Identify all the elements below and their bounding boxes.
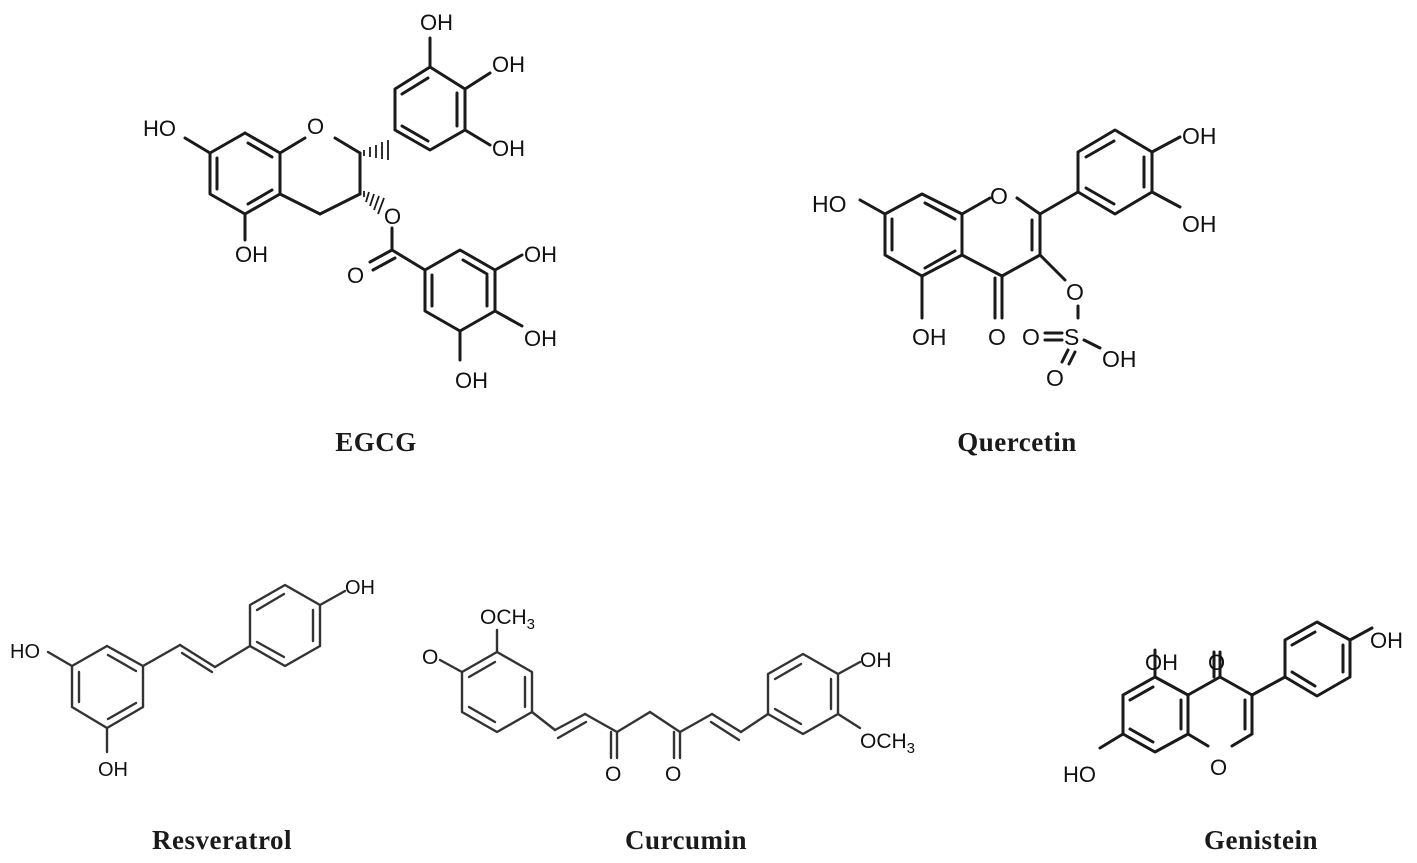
curcumin-o-carbonyl-2: O (665, 763, 681, 786)
egcg-oh-5p: OH (492, 136, 525, 161)
quercetin-oh-3p: OH (1182, 211, 1217, 237)
label-curcumin: Curcumin (624, 825, 748, 855)
curcumin-och3-left: OCH3 (480, 606, 535, 633)
egcg-o-ester: O (384, 204, 401, 229)
quercetin-oh-4p: OH (1182, 123, 1217, 149)
quercetin-o-double-1: O (1022, 324, 1040, 350)
quercetin-oh-5: OH (912, 324, 947, 350)
egcg-hashed-bond-2 (363, 191, 385, 215)
genistein-a-ring (1121, 675, 1190, 754)
quercetin-o-sulfate: O (1066, 279, 1084, 305)
curcumin-o-left: O (422, 646, 438, 669)
egcg-oh-3g: OH (524, 242, 557, 267)
egcg-c-ring (278, 136, 362, 216)
egcg-o-ring: O (307, 114, 324, 139)
quercetin-s: S (1064, 324, 1079, 350)
curcumin-o-carbonyl-1: O (605, 763, 621, 786)
genistein-o-carbonyl: O (1208, 650, 1225, 675)
egcg-ho-7: HO (143, 116, 176, 141)
genistein-o-ring: O (1210, 755, 1227, 780)
egcg-oh-4g: OH (524, 326, 557, 351)
egcg-o-carbonyl: O (347, 263, 364, 288)
egcg-oh-5: OH (235, 242, 268, 267)
resveratrol-oh-5: OH (98, 759, 128, 781)
quercetin-o-double-2: O (1046, 365, 1064, 391)
egcg-oh-5g: OH (455, 368, 488, 393)
genistein-ho-7: HO (1063, 762, 1096, 787)
resveratrol-ho-3: HO (10, 641, 40, 663)
quercetin-ho-7: HO (812, 191, 847, 217)
quercetin-o-ring: O (990, 183, 1008, 209)
label-genistein: Genistein (1203, 825, 1319, 855)
genistein-oh-5: OH (1145, 650, 1178, 675)
quercetin-oh-sulfate: OH (1102, 346, 1137, 372)
quercetin-o-carbonyl: O (988, 324, 1006, 350)
label-egcg: EGCG (335, 427, 417, 457)
label-resveratrol: Resveratrol (152, 825, 292, 855)
genistein-oh-4p: OH (1370, 628, 1403, 653)
resveratrol-oh-4p: OH (345, 577, 375, 599)
egcg-oh-3p: OH (420, 10, 453, 35)
egcg-oh-4p: OH (492, 52, 525, 77)
label-quercetin: Quercetin (957, 427, 1077, 457)
curcumin-och3-right: OCH3 (860, 730, 915, 757)
genistein-b-ring (1283, 620, 1352, 698)
egcg-hashed-bond-1 (363, 140, 389, 160)
curcumin-oh-right: OH (860, 649, 892, 672)
